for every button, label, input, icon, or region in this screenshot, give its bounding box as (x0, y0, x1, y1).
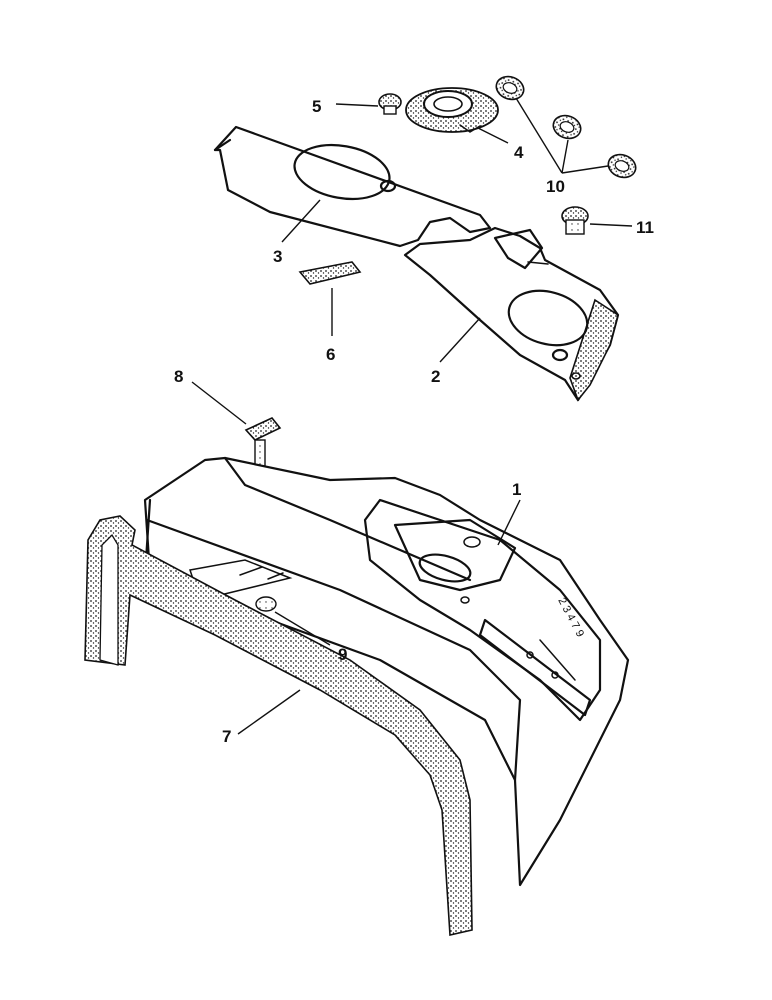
part-10-washers (495, 75, 637, 179)
callout-2: 2 (431, 367, 440, 386)
leader-lines (191, 97, 633, 735)
part-8-bolt (244, 417, 282, 467)
callout-labels: 1 2 3 4 5 6 7 8 9 10 11 (174, 97, 654, 746)
part-11-grommet (561, 206, 589, 235)
part-3-left-panel (213, 125, 492, 248)
callout-5: 5 (312, 97, 321, 116)
callout-9: 9 (338, 645, 347, 664)
callout-1: 1 (512, 480, 521, 499)
callout-4: 4 (514, 143, 524, 162)
part-2-right-panel (403, 226, 620, 402)
part-4-gasket (405, 87, 499, 133)
part-1-main-housing (143, 456, 630, 887)
callout-3: 3 (273, 247, 282, 266)
callout-8: 8 (174, 367, 183, 386)
part-5-plug (378, 93, 402, 115)
callout-6: 6 (326, 345, 335, 364)
callout-10: 10 (546, 177, 565, 196)
part-6-clip (298, 261, 362, 285)
callout-7: 7 (222, 727, 231, 746)
callout-11: 11 (636, 218, 654, 237)
part-7-seal-strip (84, 515, 473, 936)
